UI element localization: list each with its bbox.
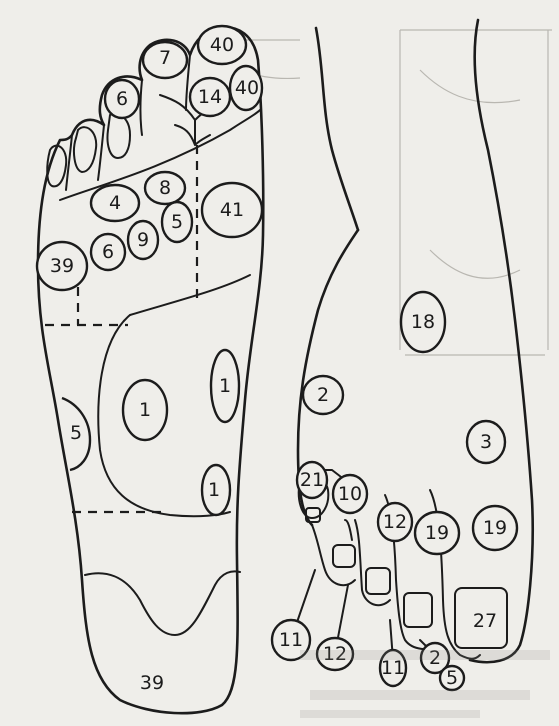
zone-19b-label: 19 — [483, 517, 507, 539]
zone-19a: 19 — [415, 512, 459, 554]
zone-12: 12 — [378, 503, 412, 541]
zone-8: 8 — [145, 172, 185, 204]
zone-1-lower: 1 — [202, 465, 230, 515]
zone-1-right: 1 — [211, 350, 239, 422]
bleed-through — [230, 30, 552, 355]
zone-1-right-label: 1 — [219, 375, 231, 397]
zone-5: 5 — [162, 202, 192, 242]
zone-41-label: 41 — [220, 199, 244, 221]
zone-2: 2 — [303, 376, 343, 414]
zone-4-label: 4 — [109, 192, 121, 214]
zone-10-label: 10 — [338, 483, 362, 505]
zone-40-label: 40 — [210, 34, 234, 56]
zone-19b: 19 — [473, 506, 517, 550]
zone-9: 9 — [128, 221, 158, 259]
zone-40b: 40 — [230, 66, 262, 110]
zone-18-label: 18 — [411, 311, 435, 333]
zone-27-label: 27 — [473, 610, 497, 632]
zone-19a-label: 19 — [425, 522, 449, 544]
zone-6-toe-label: 6 — [116, 88, 128, 110]
zone-14: 14 — [190, 78, 230, 116]
zone-7-label: 7 — [159, 47, 171, 69]
pointer-5: 5 — [440, 666, 464, 690]
zone-12-label: 12 — [383, 511, 407, 533]
zone-3-label: 3 — [480, 431, 492, 453]
zone-4: 4 — [91, 185, 139, 221]
zone-39: 39 — [37, 242, 87, 290]
zone-5-left-label: 5 — [70, 422, 82, 444]
zone-14-label: 14 — [198, 86, 222, 108]
zone-21-label: 21 — [300, 469, 324, 491]
zone-6-label: 6 — [102, 241, 114, 263]
zone-6: 6 — [91, 234, 125, 270]
zone-3: 3 — [467, 421, 505, 463]
zone-6-toe: 6 — [105, 80, 139, 118]
pointer-5-label: 5 — [446, 667, 458, 689]
pointer-11b-label: 11 — [381, 657, 405, 679]
zone-8-label: 8 — [159, 177, 171, 199]
zone-21: 21 — [297, 462, 327, 498]
pointer-11a-label: 11 — [279, 629, 303, 651]
zone-41: 41 — [202, 183, 262, 237]
zone-40b-label: 40 — [235, 77, 259, 99]
zone-1-center-label: 1 — [139, 399, 151, 421]
zone-40: 40 — [198, 26, 246, 64]
heel-39-label: 39 — [140, 672, 164, 694]
zone-1-lower-label: 1 — [208, 479, 220, 501]
zone-27: 27 — [473, 610, 497, 632]
zone-18: 18 — [401, 292, 445, 352]
zone-2-label: 2 — [317, 384, 329, 406]
zone-1-center: 1 — [123, 380, 167, 440]
zone-7: 7 — [143, 42, 187, 78]
top-view-zones: 18 2 3 21 10 12 19 — [297, 292, 517, 632]
zone-39-label: 39 — [50, 255, 74, 277]
sole-zones: 40 7 14 40 6 4 8 — [37, 26, 262, 694]
zone-5-left: 5 — [62, 398, 90, 470]
zone-5-label: 5 — [171, 211, 183, 233]
zone-10: 10 — [333, 475, 367, 513]
zone-9-label: 9 — [137, 229, 149, 251]
